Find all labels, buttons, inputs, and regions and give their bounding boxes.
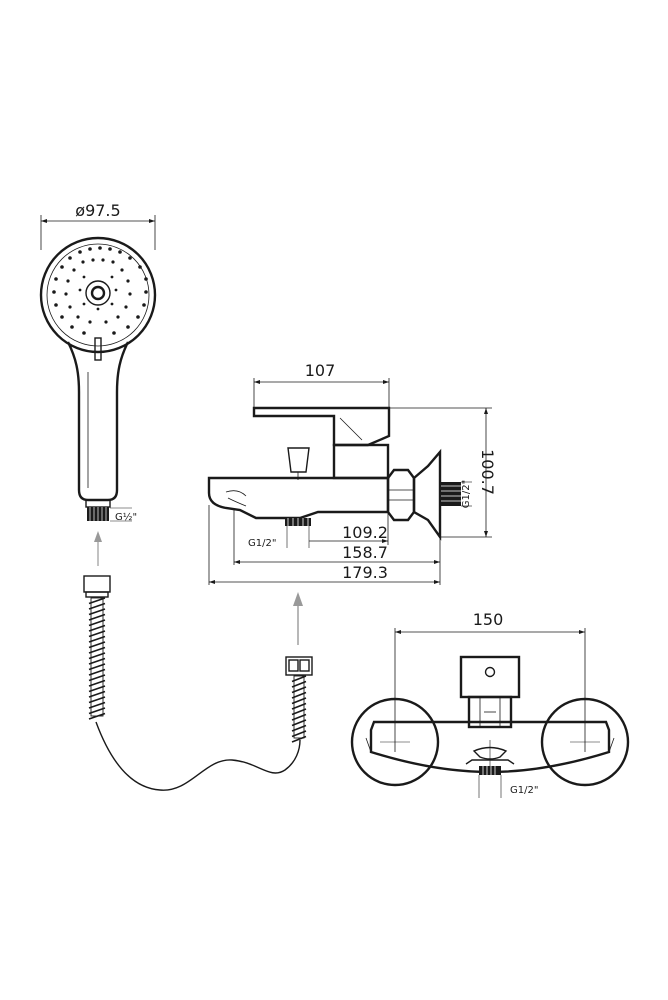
mixer-width-label: 107 (305, 361, 336, 380)
hand-shower: ø97.5 (39, 201, 157, 523)
mixer-dim-1-label: 109.2 (342, 523, 388, 542)
nozzle-pattern (52, 246, 148, 335)
mixer-dim-3-label: 179.3 (342, 563, 388, 582)
mixer-front-view: 150 G1/2" (350, 610, 630, 798)
mixer-height-label: 100.7 (478, 449, 497, 495)
assembly-arrow-mixer (293, 592, 303, 645)
hand-shower-thread-label: G½" (115, 511, 137, 523)
mixer-dim-2-label: 158.7 (342, 543, 388, 562)
mixer-side-view: 107 100.7 G1/2" (207, 361, 497, 585)
mixer-front-width-label: 150 (473, 610, 504, 629)
assembly-arrow-shower (94, 531, 102, 566)
hand-shower-diameter-dimension: ø97.5 (40, 201, 156, 250)
mixer-spout-thread-label: G1/2" (248, 538, 276, 549)
hand-shower-diameter-label: ø97.5 (75, 201, 120, 220)
mixer-front-thread-label: G1/2" (510, 785, 538, 796)
shower-hose (83, 575, 313, 791)
mixer-wall-thread-label: G1/2" (461, 480, 472, 508)
